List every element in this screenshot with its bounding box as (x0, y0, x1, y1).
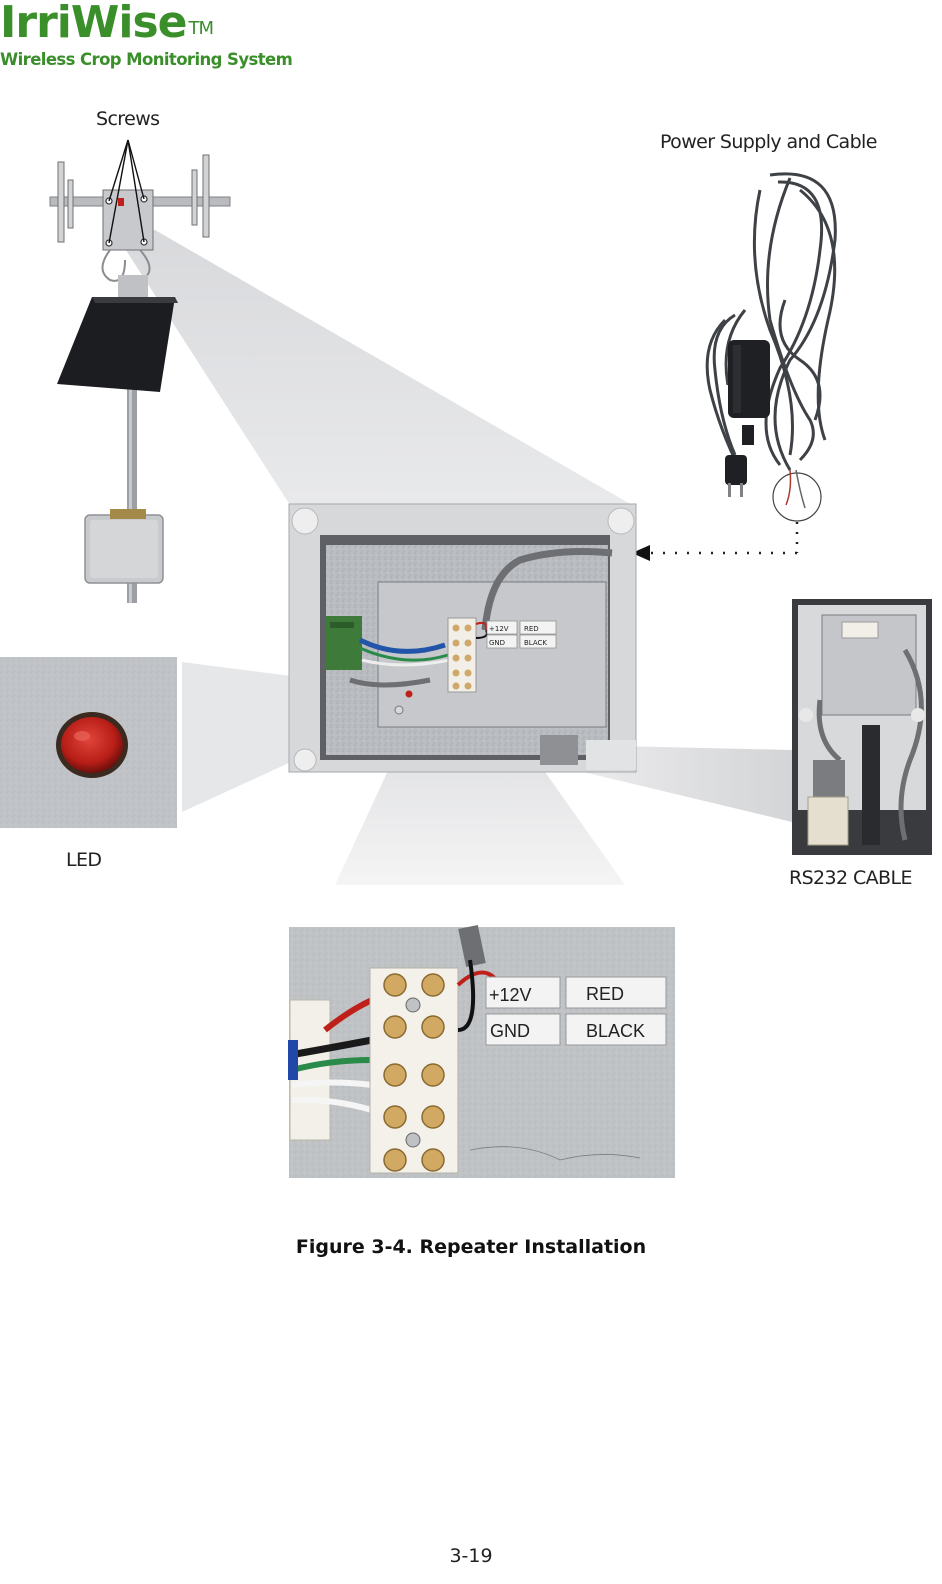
label-red: RED (586, 984, 624, 1004)
repeater-mast-photo (49, 154, 231, 603)
logo-trademark: TM (188, 18, 215, 39)
repeater-installation-figure: +12V RED GND BLACK (0, 139, 932, 1178)
projection-beam-top (113, 230, 632, 505)
label-plus12v: +12V (489, 985, 532, 1005)
led-label: LED (66, 849, 102, 871)
enclosure-photo: +12V RED GND BLACK (288, 503, 637, 773)
power-supply-label: Power Supply and Cable (660, 131, 877, 153)
rs232-closeup-photo (792, 599, 932, 855)
cable-end-wires (785, 469, 806, 509)
screws-label: Screws (96, 108, 160, 130)
label-black: BLACK (586, 1021, 645, 1041)
page-number: 3-19 (449, 1545, 493, 1567)
small-label-plus12v: +12V (489, 625, 509, 633)
power-adapter-block (725, 340, 770, 497)
figure-caption: Figure 3-4. Repeater Installation (295, 1236, 647, 1258)
power-supply-photo (705, 172, 837, 471)
small-label-red: RED (524, 625, 539, 633)
small-label-gnd: GND (489, 639, 505, 647)
terminal-closeup-photo: +12V RED GND BLACK (288, 924, 675, 1178)
cable-end-circle (772, 472, 822, 522)
screws-pointer-lines (108, 139, 145, 244)
led-closeup-photo (0, 657, 177, 828)
cable-route-arrow (632, 522, 799, 561)
small-label-black: BLACK (524, 639, 547, 647)
logo-tagline: Wireless Crop Monitoring System (0, 50, 293, 69)
label-gnd: GND (490, 1021, 530, 1041)
rs232-label: RS232 CABLE (789, 867, 912, 889)
